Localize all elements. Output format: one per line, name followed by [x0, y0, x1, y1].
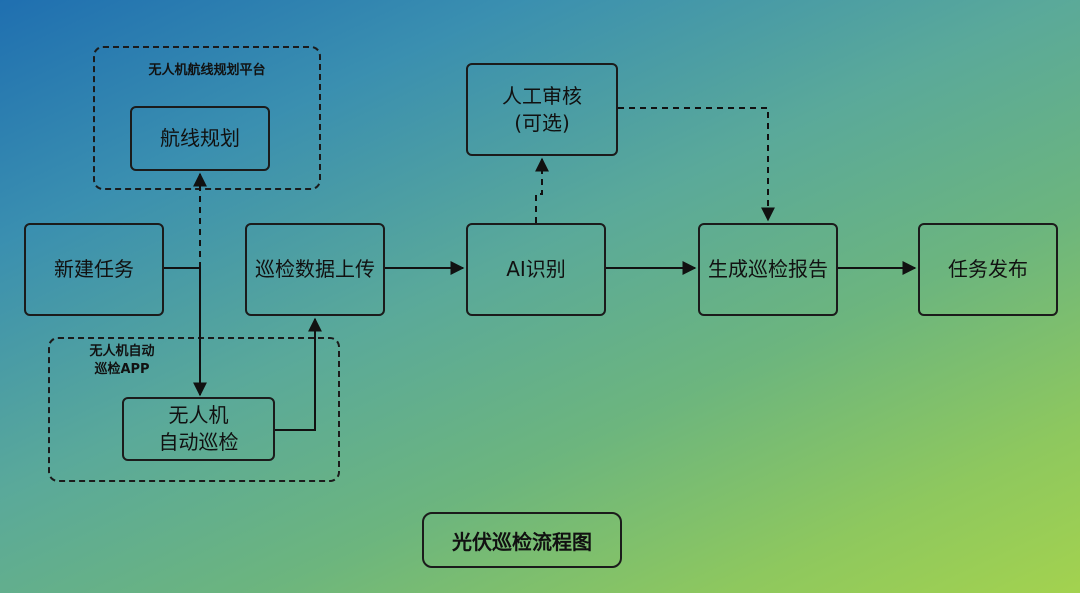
group-planning-platform	[93, 46, 321, 190]
node-manual-review: 人工审核 (可选)	[466, 63, 618, 156]
group-inspection-app-label: 无人机自动 巡检APP	[89, 344, 155, 377]
edge-ai-to-review-dashed	[535, 157, 549, 223]
diagram-title: 光伏巡检流程图	[422, 512, 622, 568]
node-auto-inspection: 无人机 自动巡检	[122, 397, 275, 461]
node-generate-report: 生成巡检报告	[698, 223, 838, 316]
node-task-publish: 任务发布	[918, 223, 1058, 316]
node-ai-recognition: AI识别	[466, 223, 606, 316]
edge-review-to-report-dashed	[618, 107, 775, 222]
group-planning-platform-label: 无人机航线规划平台	[148, 63, 266, 78]
node-route-planning: 航线规划	[130, 106, 270, 171]
node-new-task: 新建任务	[24, 223, 164, 316]
node-upload-data: 巡检数据上传	[245, 223, 385, 316]
